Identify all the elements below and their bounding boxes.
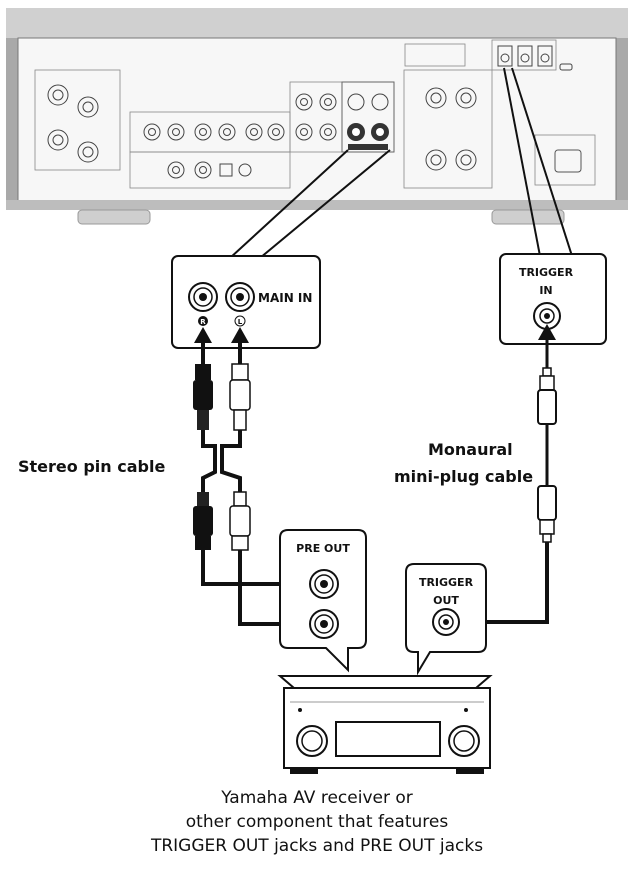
trigger-in-label-1: TRIGGER [519,266,574,279]
main-in-jack-r [188,282,218,312]
caption-line-2: other component that features [185,812,449,832]
trigger-in-callout: TRIGGER IN [499,67,607,345]
receiver-left-knob [296,725,328,757]
speaker-terminals-left [47,84,99,163]
channel-r-label: R [200,318,206,326]
av-receiver [277,675,493,774]
input-jacks [143,123,285,141]
trigger-out-label-1: TRIGGER [419,576,474,589]
rca-plug-upper-black [193,364,213,430]
trigger-in-label-2: IN [539,284,552,297]
mono-cable-label-1: Monaural [428,440,513,459]
trigger-out-callout: TRIGGER OUT [405,563,487,676]
trigger-out-jack [432,608,460,636]
main-in-jack-l [225,282,255,312]
pre-out-callout: PRE OUT [279,529,367,673]
speaker-terminals-right [425,87,477,171]
amplifier-rear-panel [6,8,628,225]
rca-plug-lower-white [229,491,251,551]
pre-out-jack-upper [309,569,339,599]
stereo-pin-cable [193,327,312,632]
panel-trigger-jacks [497,45,553,67]
trigger-out-label-2: OUT [433,594,459,607]
mono-cable-label-2: mini-plug cable [394,467,533,486]
panel-main-in-jacks [347,93,389,141]
stereo-pin-cable-label: Stereo pin cable [18,457,165,476]
caption-line-3: TRIGGER OUT jacks and PRE OUT jacks [150,836,484,856]
pre-out-label: PRE OUT [296,542,350,555]
caption-line-1: Yamaha AV receiver or [221,788,413,808]
rca-plug-upper-white [229,363,251,431]
main-in-label: MAIN IN [258,291,312,305]
pre-out-jack-lower [309,609,339,639]
receiver-caption: Yamaha AV receiver or other component th… [0,786,634,858]
rca-plug-lower-black [193,492,213,550]
receiver-display [335,721,441,757]
main-in-callout: MAIN IN R L [171,149,391,349]
channel-l-label: L [238,318,243,326]
receiver-right-knob [448,725,480,757]
